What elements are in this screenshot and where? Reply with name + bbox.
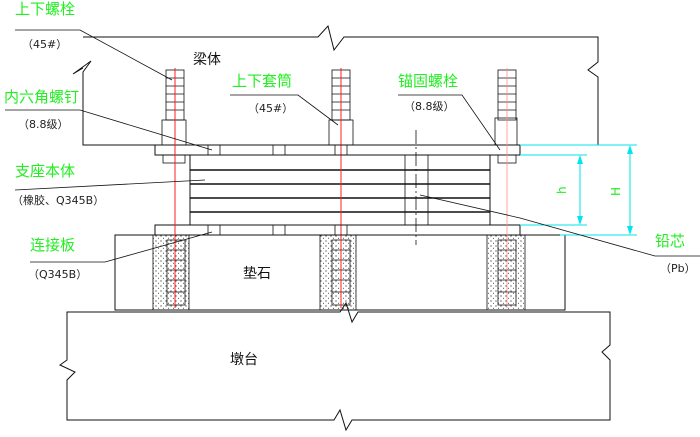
- label-spec: （45#）: [248, 102, 293, 115]
- beam: 梁体: [72, 24, 599, 146]
- label-stud: 上下螺栓 （45#）: [15, 0, 75, 51]
- label-connect-plate: 连接板 （Q345B）: [28, 236, 87, 281]
- beam-label: 梁体: [193, 52, 221, 68]
- dimension-H-label: H: [609, 187, 623, 196]
- pedestal: 垫石: [114, 234, 566, 311]
- label-title: 连接板: [30, 236, 75, 254]
- label-title: 铅芯: [655, 232, 685, 250]
- bolt-middle: [328, 68, 354, 308]
- top-plate: [154, 144, 521, 156]
- hex-screws: [207, 144, 348, 236]
- bolt-left: [161, 68, 187, 308]
- label-spec: （Pb）: [660, 262, 696, 275]
- leader-lines: [5, 29, 700, 263]
- label-spec: （8.8级）: [18, 118, 69, 131]
- label-title: 锚固螺栓: [398, 72, 458, 90]
- label-anchor-bolt: 锚固螺栓 （8.8级）: [398, 72, 458, 113]
- pedestal-label: 垫石: [243, 266, 271, 282]
- bolts: [161, 68, 518, 308]
- label-title: 内六角螺钉: [4, 88, 79, 106]
- bearing-body: [189, 130, 491, 245]
- bolt-right: [494, 68, 518, 308]
- pier-label: 墩台: [230, 352, 258, 368]
- label-hex-screw: 内六角螺钉 （8.8级）: [4, 88, 79, 131]
- label-lead-core: 铅芯 （Pb）: [655, 232, 696, 275]
- label-title: 上下螺栓: [15, 0, 75, 18]
- label-title: 支座本体: [15, 162, 75, 180]
- label-spec: （8.8级）: [404, 100, 455, 113]
- dimension-h-label: h: [555, 186, 569, 194]
- dimension-H: H: [520, 144, 637, 236]
- connect-plate: [154, 224, 521, 236]
- dimension-h: h: [520, 154, 587, 226]
- label-spec: （Q345B）: [28, 268, 87, 281]
- label-spec: （橡胶、Q345B）: [12, 193, 104, 207]
- label-spec: （45#）: [22, 38, 67, 51]
- label-bearing-body: 支座本体 （橡胶、Q345B）: [12, 162, 104, 207]
- pier: 墩台: [59, 301, 611, 432]
- lead-core: [404, 154, 429, 226]
- label-sleeve: 上下套筒 （45#）: [232, 72, 293, 115]
- label-title: 上下套筒: [232, 72, 292, 90]
